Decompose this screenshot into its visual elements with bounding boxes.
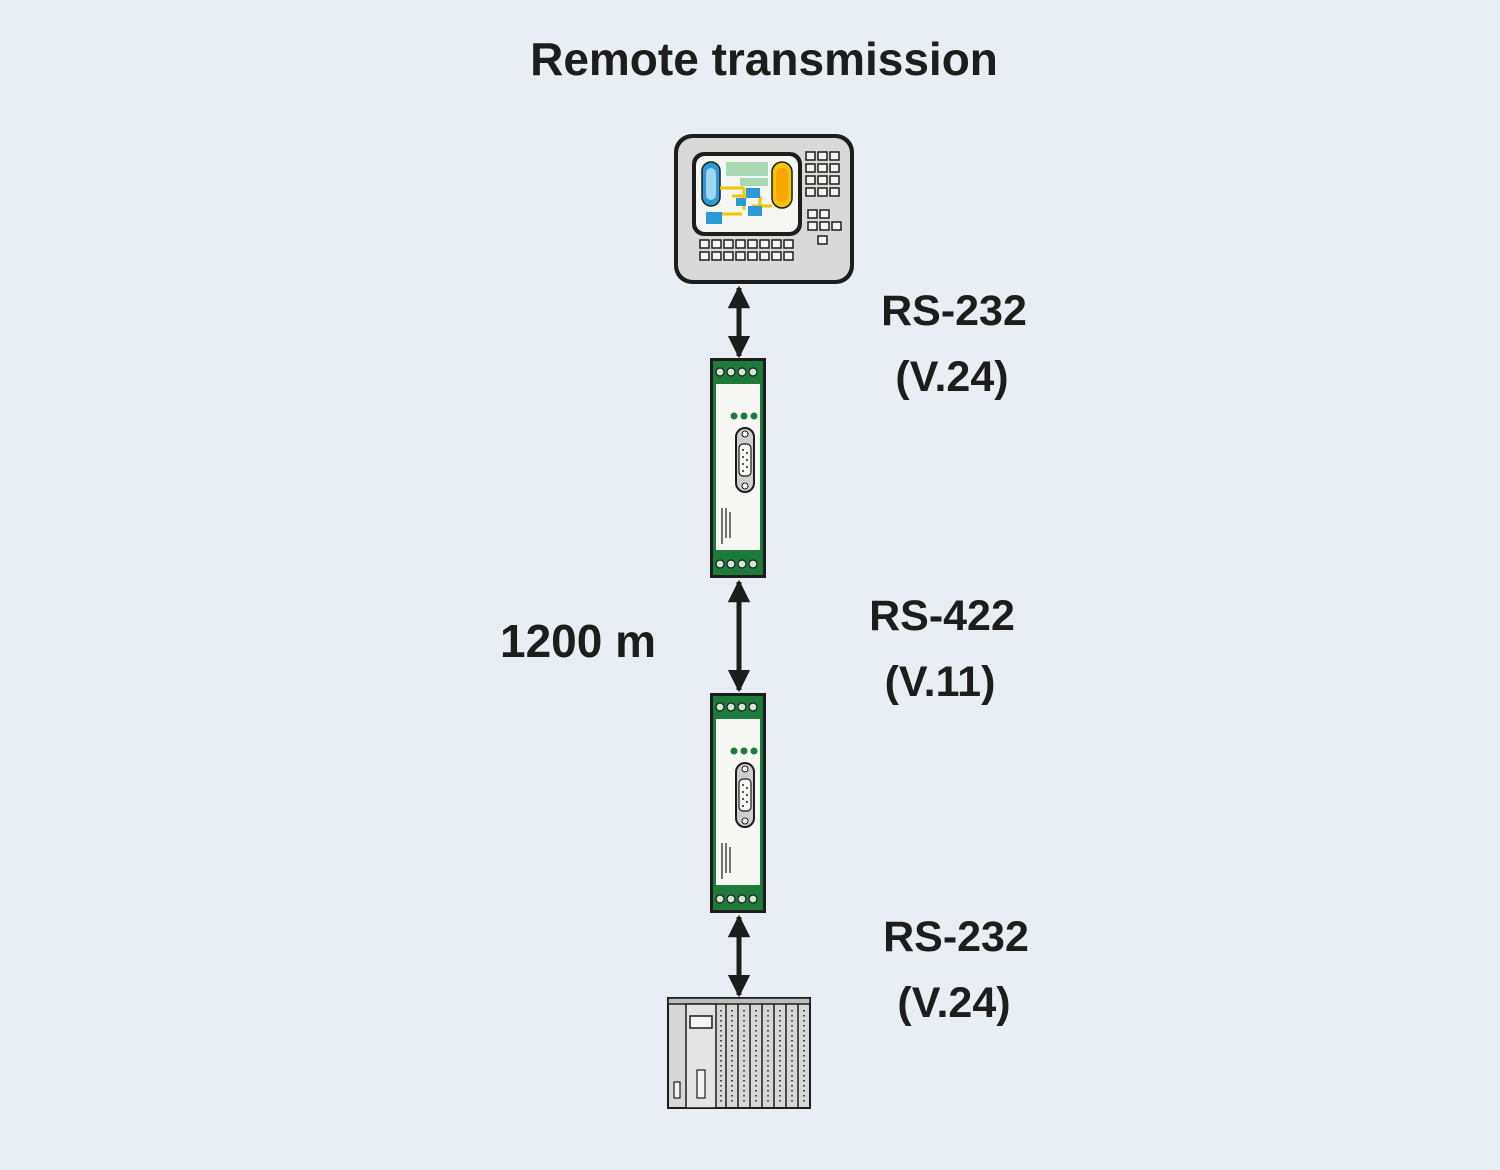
link-rs232-top-standard: (V.24) <box>895 353 1009 401</box>
link-rs232-bottom-standard: (V.24) <box>897 979 1011 1027</box>
operator-panel-icon <box>674 134 854 284</box>
link-rs232-bottom-name: RS-232 <box>883 913 1029 961</box>
link-rs422-standard: (V.11) <box>884 658 996 706</box>
interface-converter-icon <box>710 693 766 913</box>
diagram-title: Remote transmission <box>530 33 998 85</box>
interface-converter-icon <box>710 358 766 578</box>
link-rs232-top-name: RS-232 <box>881 287 1027 335</box>
link-rs422-name: RS-422 <box>869 592 1015 640</box>
plc-controller-icon <box>667 997 811 1109</box>
link-distance-label: 1200 m <box>500 615 657 667</box>
